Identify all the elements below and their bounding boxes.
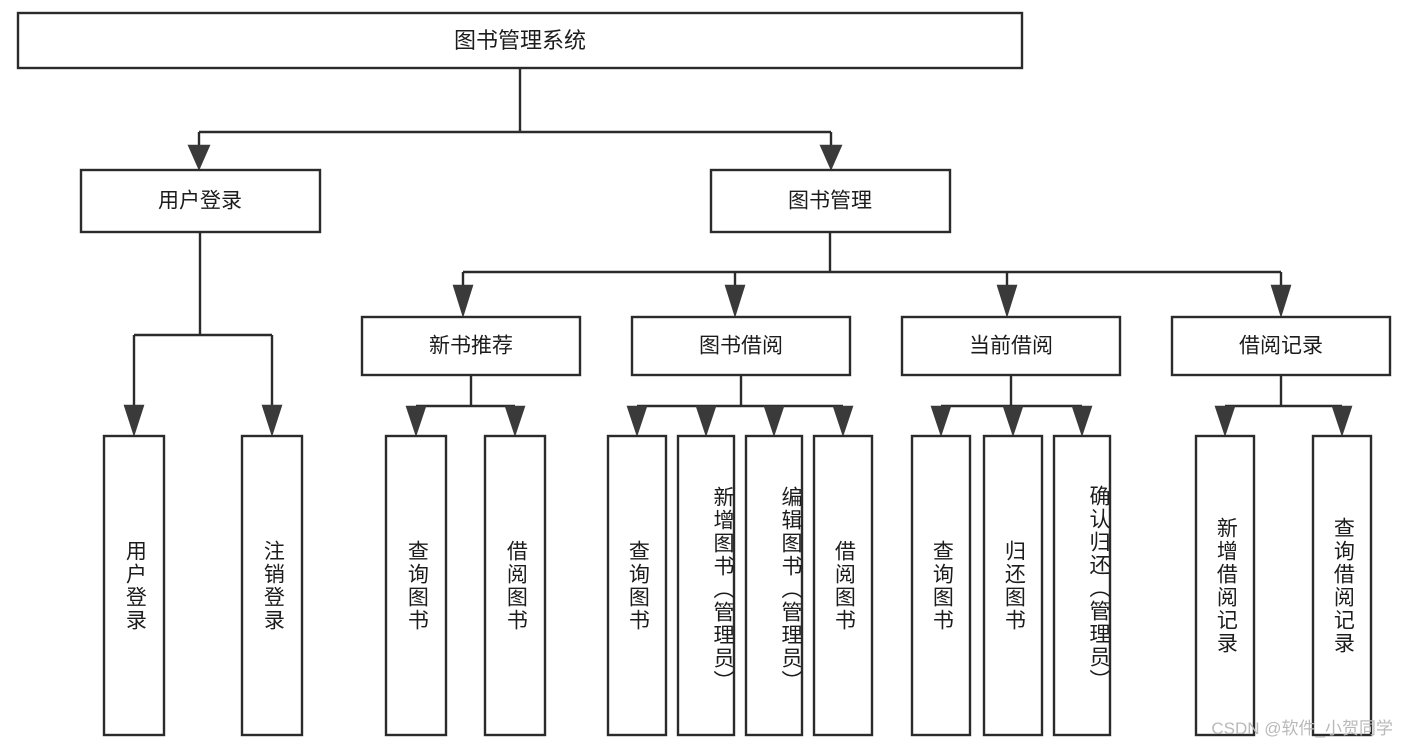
node-leaf-user-login[interactable] [102,434,166,737]
leaf-label-borrow-book-1: 借阅图书 [504,539,528,632]
node-user-login-label: 用户登录 [158,190,242,213]
node-borrow-record[interactable] [1170,315,1392,377]
arrow-head-leaf-query-book-2 [626,405,648,437]
leaf-label-add-borrow-record: 新增借阅记录 [1214,516,1238,655]
node-root-book-management-system[interactable] [16,11,1024,70]
arrow-head-leaf-query-book-3 [930,405,952,437]
arrow-head-leaf-add-borrow-record [1214,405,1236,437]
leaf-label-user-login: 用户登录 [123,539,147,632]
node-book-management[interactable] [709,168,952,234]
node-current-borrow[interactable] [900,315,1122,377]
csdn-watermark: CSDN @软件_小贺同学 [1211,719,1393,738]
arrow-head-leaf-borrow-book-1 [504,405,526,437]
node-book-borrow-label: 图书借阅 [699,335,783,358]
node-leaf-add-borrow-record[interactable] [1194,434,1256,737]
node-leaf-edit-book-admin[interactable] [744,434,804,737]
arrow-head-leaf-query-borrow-record [1331,405,1353,437]
leaf-label-borrow-book-2: 借阅图书 [832,539,856,632]
node-current-borrow-label: 当前借阅 [969,335,1053,358]
leaf-label-return-book: 归还图书 [1002,539,1026,632]
node-leaf-borrow-book-2[interactable] [812,434,874,737]
leaf-label-edit-book-admin: 编辑图书（管理员） [779,486,802,693]
arrow-head-leaf-query-book-1 [405,405,427,437]
arrow-head-current-borrow [996,284,1018,319]
node-leaf-add-book-admin[interactable] [676,434,736,737]
node-leaf-confirm-return-admin[interactable] [1052,434,1112,737]
arrow-head-leaf-confirm-return-admin [1071,405,1093,437]
node-leaf-query-book-1[interactable] [384,434,448,737]
arrow-head-leaf-add-book-admin [695,405,717,437]
arrow-head-borrow-record [1270,284,1292,319]
arrow-head-leaf-user-login [123,404,145,437]
node-leaf-logout-login[interactable] [240,434,304,737]
node-leaf-query-borrow-record[interactable] [1311,434,1373,737]
node-leaf-return-book[interactable] [982,434,1044,737]
node-leaf-borrow-book-1[interactable] [483,434,547,737]
node-book-management-label: 图书管理 [788,190,872,213]
node-borrow-record-label: 借阅记录 [1239,335,1323,358]
node-root-label: 图书管理系统 [454,28,586,53]
arrow-head-leaf-return-book [1002,405,1024,437]
leaf-label-query-borrow-record: 查询借阅记录 [1331,516,1355,655]
node-user-login[interactable] [79,168,322,234]
leaf-label-query-book-1: 查询图书 [405,539,429,632]
arrow-head-to-book-management [819,144,843,171]
node-leaf-query-book-2[interactable] [606,434,668,737]
leaf-label-add-book-admin: 新增图书（管理员） [711,486,734,693]
leaf-label-confirm-return-admin: 确认归还（管理员） [1087,485,1110,692]
arrow-head-leaf-logout-login [261,404,283,437]
node-leaf-query-book-3[interactable] [910,434,972,737]
leaf-label-query-book-3: 查询图书 [930,539,954,632]
leaf-label-query-book-2: 查询图书 [626,539,650,632]
arrow-head-leaf-edit-book-admin [763,405,785,437]
arrow-head-new-book-recommend [452,284,474,319]
node-new-book-recommend-label: 新书推荐 [429,335,513,358]
leaf-label-logout-login: 注销登录 [261,539,285,632]
arrow-head-to-user-login [187,144,211,171]
arrow-head-book-borrow [724,284,746,319]
arrow-head-leaf-borrow-book-2 [832,405,854,437]
